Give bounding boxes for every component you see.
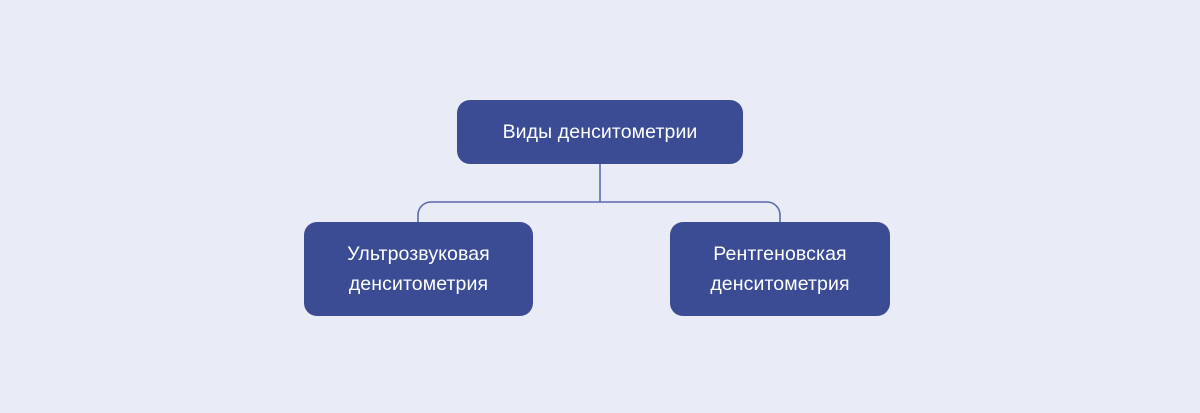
connector-to-ultrasound bbox=[417, 201, 600, 222]
node-root[interactable]: Виды денситометрии bbox=[457, 100, 743, 164]
connector-to-xray bbox=[600, 201, 781, 222]
node-ultrasound-label: Ультрозвуковая денситометрия bbox=[347, 243, 490, 295]
node-xray-label: Рентгеновская денситометрия bbox=[710, 243, 850, 295]
node-root-label: Виды денситометрии bbox=[502, 121, 698, 143]
node-xray[interactable]: Рентгеновская денситометрия bbox=[670, 222, 890, 316]
node-ultrasound[interactable]: Ультрозвуковая денситометрия bbox=[304, 222, 533, 316]
